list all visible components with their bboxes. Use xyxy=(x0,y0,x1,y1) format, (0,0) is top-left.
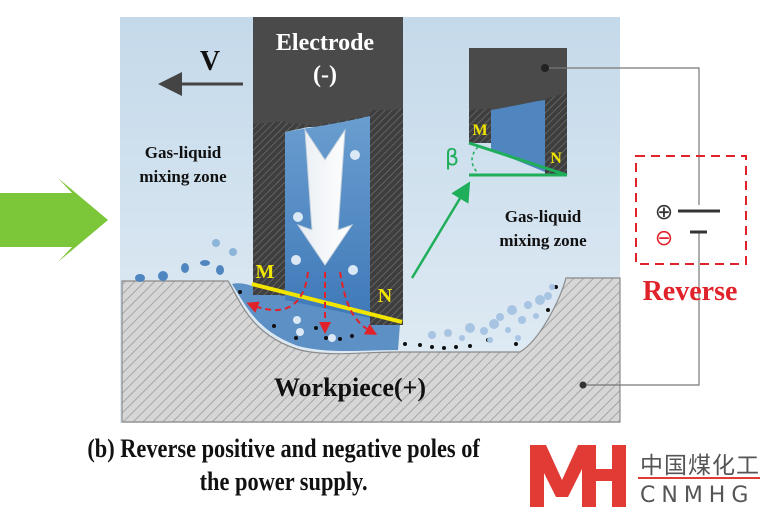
reverse-label: Reverse xyxy=(643,276,738,307)
circuit-wires xyxy=(549,67,700,386)
caption-line-2: the power supply. xyxy=(199,467,368,496)
process-arrow-icon xyxy=(0,178,108,262)
electrode-face-mn xyxy=(251,282,403,324)
workpiece xyxy=(121,277,621,423)
watermark-divider xyxy=(638,477,760,479)
flow-region xyxy=(232,283,400,351)
angle-beta-label: β xyxy=(445,146,459,171)
gas-liquid-label-right-1: Gas-liquid xyxy=(505,207,582,226)
splash-droplets xyxy=(135,239,237,282)
watermark-latin-text: CNMHG xyxy=(640,483,755,508)
watermark-logo-icon xyxy=(530,445,626,507)
workpiece-label: Workpiece(+) xyxy=(274,373,426,402)
inset-point-n-label: N xyxy=(550,150,562,167)
watermark-chinese-text: 中国煤化工 xyxy=(640,453,760,479)
gas-liquid-label-left-1: Gas-liquid xyxy=(145,143,222,162)
flow-lines xyxy=(246,271,378,335)
point-n-label: N xyxy=(378,285,393,307)
inset-point-m-label: M xyxy=(472,122,487,139)
electrode-title: Electrode xyxy=(276,30,375,56)
minus-terminal-icon: ⊖ xyxy=(655,226,673,251)
power-supply-box xyxy=(635,155,747,265)
inset-electrode xyxy=(469,48,567,175)
caption-line-1: (b) Reverse positive and negative poles … xyxy=(87,434,480,463)
figure-caption: (b) Reverse positive and negative poles … xyxy=(60,432,507,498)
velocity-label: V xyxy=(200,46,220,77)
flow-direction-arrow-icon xyxy=(296,128,354,266)
gas-bubbles xyxy=(428,284,555,343)
electrode-polarity: (-) xyxy=(313,62,337,88)
zoom-pointer-arrow-icon xyxy=(410,181,471,279)
plus-terminal-icon: ⊕ xyxy=(655,200,673,225)
angle-arc xyxy=(471,146,479,174)
gas-liquid-label-right-2: mixing zone xyxy=(499,231,587,250)
bubbles xyxy=(291,150,360,342)
workpiece-terminal xyxy=(579,381,587,389)
gas-liquid-label-left-2: mixing zone xyxy=(139,167,227,186)
point-m-label: M xyxy=(256,261,275,283)
inset-face-line xyxy=(468,141,568,177)
